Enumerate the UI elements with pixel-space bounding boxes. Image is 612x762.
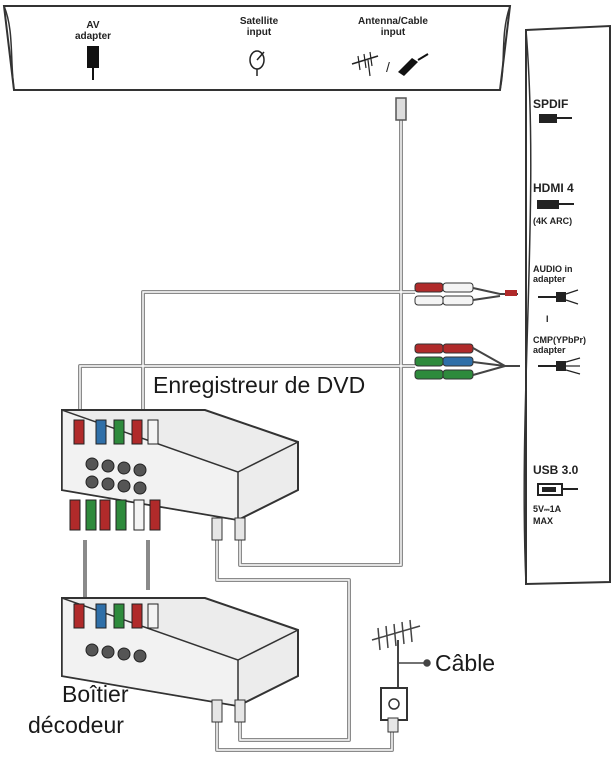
av-connector-icon: [87, 46, 99, 68]
decoder-top-plugs: [73, 603, 159, 629]
audio-adapter-icon: [538, 289, 579, 305]
decoder-label-1: Boîtier: [62, 681, 129, 707]
coax-cable-decoder-wall: [215, 722, 394, 752]
av-adapter-port: AV adapter: [75, 20, 111, 80]
cmp-label-2: adapter: [533, 345, 566, 355]
usb-label: USB 3.0: [533, 463, 579, 477]
spdif-connector-icon: [539, 114, 572, 123]
spdif-label: SPDIF: [533, 97, 568, 111]
sat-label-1: Satellite: [240, 16, 279, 27]
audio-label-2: adapter: [533, 274, 566, 284]
usb3-port: USB 3.0 5V⎓1A MAX: [533, 463, 579, 526]
coax-plug: [395, 97, 407, 121]
satellite-input-port: Satellite input: [240, 16, 279, 76]
interconnect-plugs: [69, 499, 161, 531]
usb-power-line: 5V⎓1A: [533, 504, 562, 514]
audio-rca-plugs: [414, 282, 518, 306]
cmp-label-1: CMP(YPbPr): [533, 335, 586, 345]
spdif-port: SPDIF: [533, 97, 572, 123]
dvd-rf-plug-out: [234, 517, 246, 541]
cable-label: Câble: [435, 650, 495, 676]
hdmi-note: (4K ARC): [533, 216, 572, 226]
av-label-2: adapter: [75, 31, 111, 42]
hdmi4-port: HDMI 4 (4K ARC): [533, 181, 574, 226]
av-label-1: AV: [86, 20, 99, 31]
ant-label-1: Antenna/Cable: [358, 16, 428, 27]
ant-separator: /: [386, 59, 390, 75]
tv-top-panel: [2, 5, 512, 91]
hdmi-label: HDMI 4: [533, 181, 574, 195]
dvd-rca-jacks: [85, 457, 147, 495]
dvd-recorder-label: Enregistreur de DVD: [153, 372, 365, 398]
usb-max: MAX: [533, 516, 553, 526]
decoder-rf-plug-out: [234, 699, 246, 723]
dvd-recorder-device: [61, 408, 299, 541]
cmp-adapter-icon: [538, 357, 581, 375]
antenna-cable-input-port: Antenna/Cable input /: [351, 16, 429, 77]
cable-wall-box: [380, 687, 408, 733]
tv-side-panel: [523, 24, 611, 586]
audio-label-1: AUDIO in: [533, 264, 573, 274]
audio-in-adapter-port: AUDIO in adapter I: [533, 264, 579, 324]
satellite-dish-icon: [249, 50, 265, 76]
hdmi-connector-icon: [537, 200, 574, 209]
outdoor-antenna-icon: [371, 619, 431, 690]
cable-plug-icon: [398, 53, 429, 76]
decoder-label-2: décodeur: [28, 712, 124, 738]
sat-label-2: input: [247, 27, 272, 38]
usb-connector-icon: [537, 483, 578, 496]
cmp-adapter-port: CMP(YPbPr) adapter: [533, 335, 586, 375]
decoder-box-device: [61, 596, 299, 723]
cable-highlights: [79, 120, 415, 751]
decoder-rf-plug-in: [211, 699, 223, 723]
dvd-top-plugs: [73, 419, 159, 445]
ant-label-2: input: [381, 27, 406, 38]
dvd-rf-plug-in: [211, 517, 223, 541]
decoder-rca-jacks: [85, 643, 147, 663]
audio-cmp-separator: I: [546, 314, 549, 324]
antenna-icon: [351, 51, 379, 77]
component-rca-plugs: [414, 343, 520, 380]
